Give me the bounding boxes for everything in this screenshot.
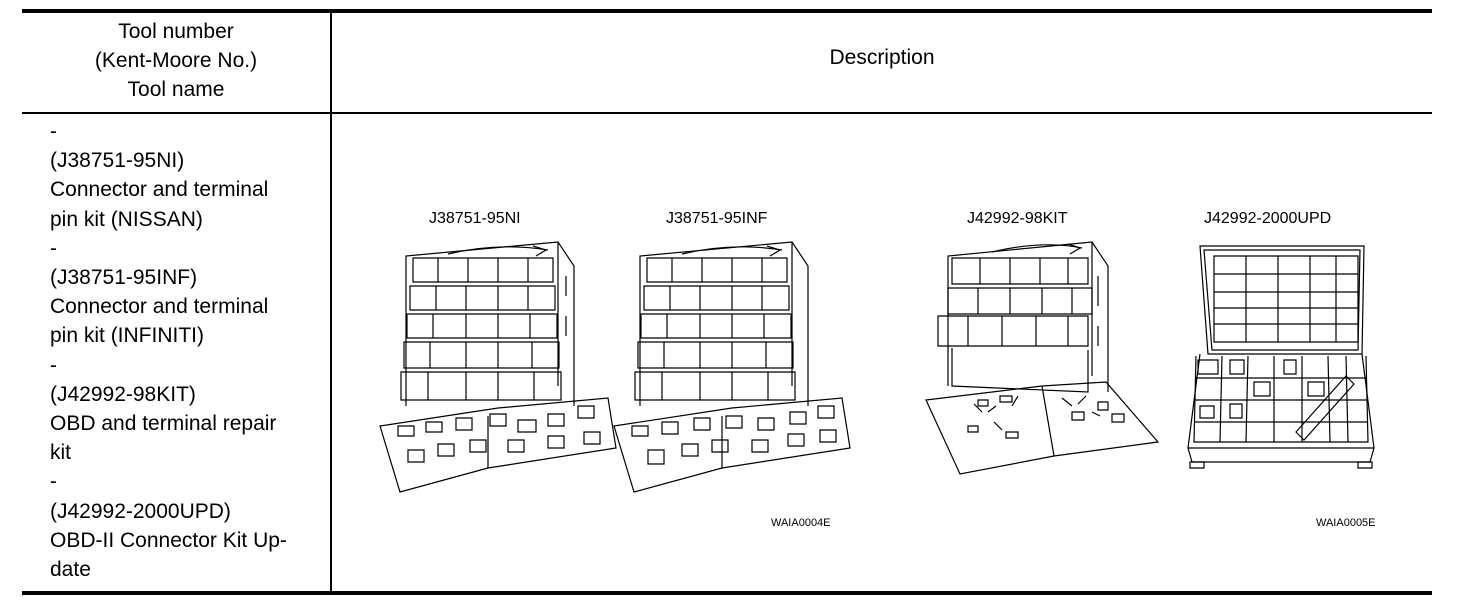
kit-label-j38751-95inf: J38751-95INF bbox=[666, 210, 768, 227]
tool-line: - bbox=[50, 470, 57, 494]
obd2-connector-kit-case-illustration bbox=[1186, 236, 1376, 472]
column-divider bbox=[330, 13, 332, 591]
description-column-header: Description bbox=[829, 46, 935, 69]
figure-code-left: WAIA0004E bbox=[771, 517, 831, 529]
header-line-tool-number: Tool number bbox=[118, 20, 234, 43]
kit-label-j38751-95ni: J38751-95NI bbox=[429, 210, 521, 227]
tool-line: (J42992-2000UPD) bbox=[50, 499, 231, 523]
tool-line: - bbox=[50, 236, 57, 260]
table-top-rule bbox=[22, 9, 1432, 13]
tool-line: pin kit (NISSAN) bbox=[50, 207, 203, 231]
tool-line: - bbox=[50, 120, 57, 143]
header-separator-rule bbox=[22, 112, 1432, 114]
tool-line: - bbox=[50, 353, 57, 377]
tool-line: pin kit (INFINITI) bbox=[50, 324, 205, 348]
tool-line: (J38751-95INF) bbox=[50, 266, 198, 290]
kit-label-j42992-98kit: J42992-98KIT bbox=[967, 210, 1068, 227]
tool-line: Connector and terminal bbox=[50, 178, 269, 202]
tool-column-header: Tool number (Kent-Moore No.) Tool name bbox=[22, 17, 330, 104]
header-line-tool-name: Tool name bbox=[127, 78, 225, 101]
figure-code-right: WAIA0005E bbox=[1316, 517, 1376, 529]
tool-list: - (J38751-95NI) Connector and terminal p… bbox=[50, 117, 330, 584]
header-line-kent-moore: (Kent-Moore No.) bbox=[94, 49, 258, 72]
connector-kit-cabinet-nissan-illustration bbox=[378, 236, 618, 496]
tool-line: (J38751-95NI) bbox=[50, 149, 185, 173]
obd-repair-kit-cabinet-illustration bbox=[922, 236, 1162, 476]
tool-line: OBD and terminal repair bbox=[50, 412, 277, 436]
kit-label-j42992-2000upd: J42992-2000UPD bbox=[1204, 210, 1332, 227]
tool-line: Connector and terminal bbox=[50, 295, 269, 319]
tool-line: date bbox=[50, 558, 91, 582]
table-bottom-rule bbox=[22, 591, 1432, 595]
tool-line: (J42992-98KIT) bbox=[50, 382, 196, 406]
tool-line: OBD-II Connector Kit Up- bbox=[50, 528, 287, 552]
tool-line: kit bbox=[50, 441, 71, 465]
connector-kit-cabinet-infiniti-illustration bbox=[612, 236, 852, 496]
